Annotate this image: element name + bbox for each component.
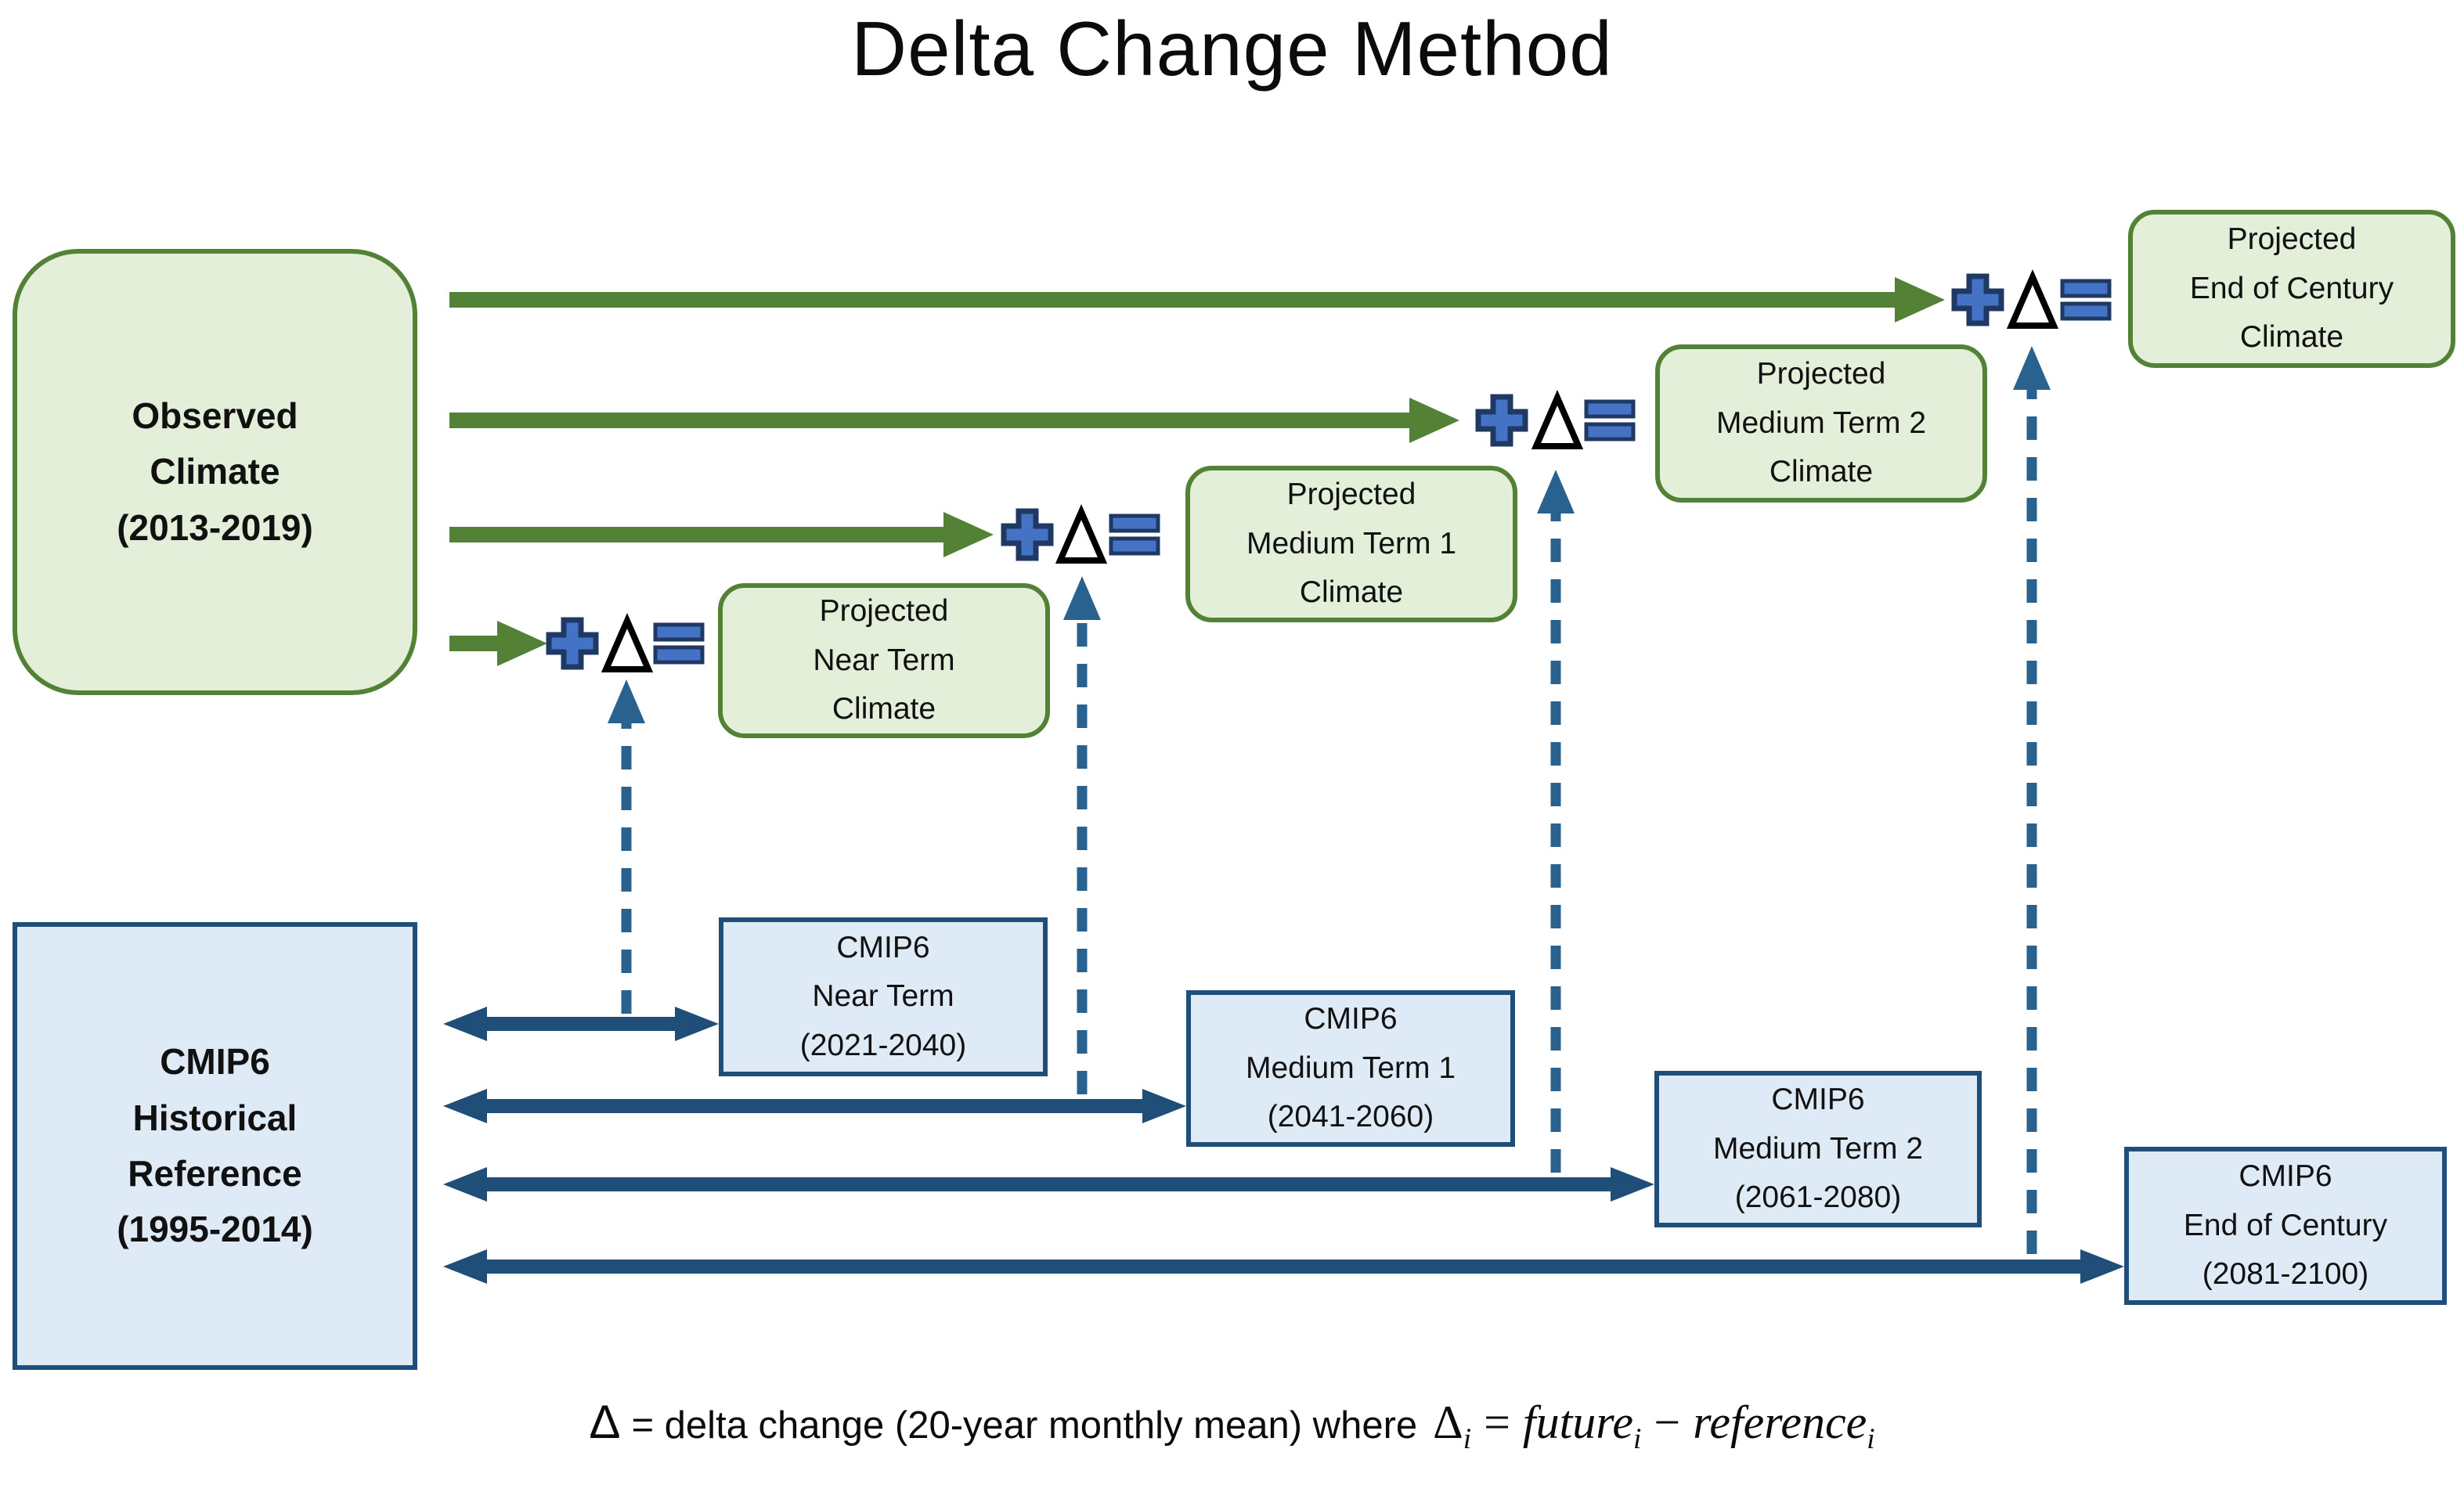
delta-definition-formula: Δ = delta change (20-year monthly mean) … xyxy=(0,1395,2464,1456)
box-line: Near Term xyxy=(813,643,955,677)
projected-near-term-box: Projected Near Term Climate xyxy=(718,583,1050,738)
box-line: Historical xyxy=(132,1097,298,1138)
box-line: CMIP6 xyxy=(160,1041,270,1083)
formula-text: = delta change (20-year monthly mean) wh… xyxy=(631,1404,1418,1447)
green-arrow-medium-term-2 xyxy=(449,398,1459,443)
delta-icon xyxy=(1536,398,1578,446)
cmip6-medium-term-2-box: CMIP6 Medium Term 2 (2061-2080) xyxy=(1654,1071,1982,1227)
delta-icon xyxy=(606,621,648,669)
equals-icon xyxy=(1111,516,1158,553)
box-line: Medium Term 1 xyxy=(1246,526,1457,560)
plus-icon xyxy=(549,620,596,667)
math-minus: − xyxy=(1654,1396,1681,1448)
equals-icon xyxy=(1586,402,1633,439)
delta-icon xyxy=(1060,512,1102,560)
box-line: (2013-2019) xyxy=(117,506,313,548)
cmip6-end-of-century-box: CMIP6 End of Century (2081-2100) xyxy=(2124,1147,2447,1305)
formula-delta-symbol: Δ xyxy=(589,1396,621,1448)
cmip6-near-term-box: CMIP6 Near Term (2021-2040) xyxy=(719,917,1048,1076)
double-arrow-end-of-century xyxy=(443,1249,2124,1284)
projected-medium-term-1-box: Projected Medium Term 1 Climate xyxy=(1185,466,1517,622)
box-line: CMIP6 xyxy=(1771,1083,1865,1117)
math-subscript: i xyxy=(1867,1423,1875,1455)
dashed-arrow-near-term xyxy=(608,679,645,1014)
math-reference: reference xyxy=(1693,1396,1867,1448)
cmip6-historical-reference-box: CMIP6 Historical Reference (1995-2014) xyxy=(13,922,417,1370)
delta-icon xyxy=(2011,277,2054,326)
box-line: Projected xyxy=(2227,222,2357,257)
box-line: Medium Term 2 xyxy=(1712,1131,1924,1166)
box-line: Near Term xyxy=(812,979,954,1014)
cmip6-medium-term-1-box: CMIP6 Medium Term 1 (2041-2060) xyxy=(1186,990,1515,1147)
plus-icon xyxy=(1004,511,1051,558)
page-title: Delta Change Method xyxy=(851,5,1613,92)
plus-icon xyxy=(1954,276,2001,323)
math-future: future xyxy=(1522,1396,1634,1448)
box-line: Observed xyxy=(132,395,298,437)
double-arrow-medium-term-1 xyxy=(443,1089,1186,1123)
box-line: (2081-2100) xyxy=(2202,1257,2369,1292)
green-arrow-near-term xyxy=(449,621,547,666)
box-line: End of Century xyxy=(2183,1208,2388,1242)
box-line: (2021-2040) xyxy=(799,1028,967,1062)
dashed-arrow-end-of-century xyxy=(2013,346,2051,1254)
box-line: Climate xyxy=(1769,455,1874,489)
box-line: End of Century xyxy=(2189,271,2394,305)
box-line: Projected xyxy=(1756,357,1886,391)
box-line: Medium Term 2 xyxy=(1715,405,1927,440)
box-line: Projected xyxy=(819,594,949,629)
box-line: Projected xyxy=(1286,478,1416,512)
box-line: Climate xyxy=(2239,320,2344,355)
box-line: Reference xyxy=(128,1153,302,1194)
box-line: (2041-2060) xyxy=(1267,1100,1434,1134)
green-arrow-end-of-century xyxy=(449,277,1945,323)
math-equals: = xyxy=(1484,1396,1510,1448)
math-subscript: i xyxy=(1633,1423,1642,1455)
box-line: CMIP6 xyxy=(1304,1002,1398,1036)
box-line: (1995-2014) xyxy=(117,1209,313,1250)
box-line: Climate xyxy=(150,451,280,492)
box-line: Climate xyxy=(832,692,936,726)
dashed-arrow-medium-term-1 xyxy=(1063,576,1101,1094)
box-line: CMIP6 xyxy=(836,930,930,964)
green-arrow-medium-term-1 xyxy=(449,512,994,557)
dashed-arrow-medium-term-2 xyxy=(1537,470,1575,1173)
double-arrow-medium-term-2 xyxy=(443,1167,1654,1202)
box-line: Climate xyxy=(1299,575,1404,610)
double-arrow-near-term xyxy=(443,1007,719,1041)
math-subscript: i xyxy=(1463,1423,1472,1455)
equals-icon xyxy=(2062,281,2109,319)
box-line: (2061-2080) xyxy=(1734,1180,1902,1215)
box-line: CMIP6 xyxy=(2239,1159,2332,1194)
plus-icon xyxy=(1478,397,1525,444)
math-delta: Δ xyxy=(1433,1396,1463,1448)
formula-math: Δi=futurei−referencei xyxy=(1433,1396,1874,1456)
projected-medium-term-2-box: Projected Medium Term 2 Climate xyxy=(1655,344,1987,503)
projected-end-of-century-box: Projected End of Century Climate xyxy=(2128,210,2455,368)
observed-climate-box: Observed Climate (2013-2019) xyxy=(13,249,417,695)
equals-icon xyxy=(655,625,702,662)
box-line: Medium Term 1 xyxy=(1245,1051,1456,1085)
